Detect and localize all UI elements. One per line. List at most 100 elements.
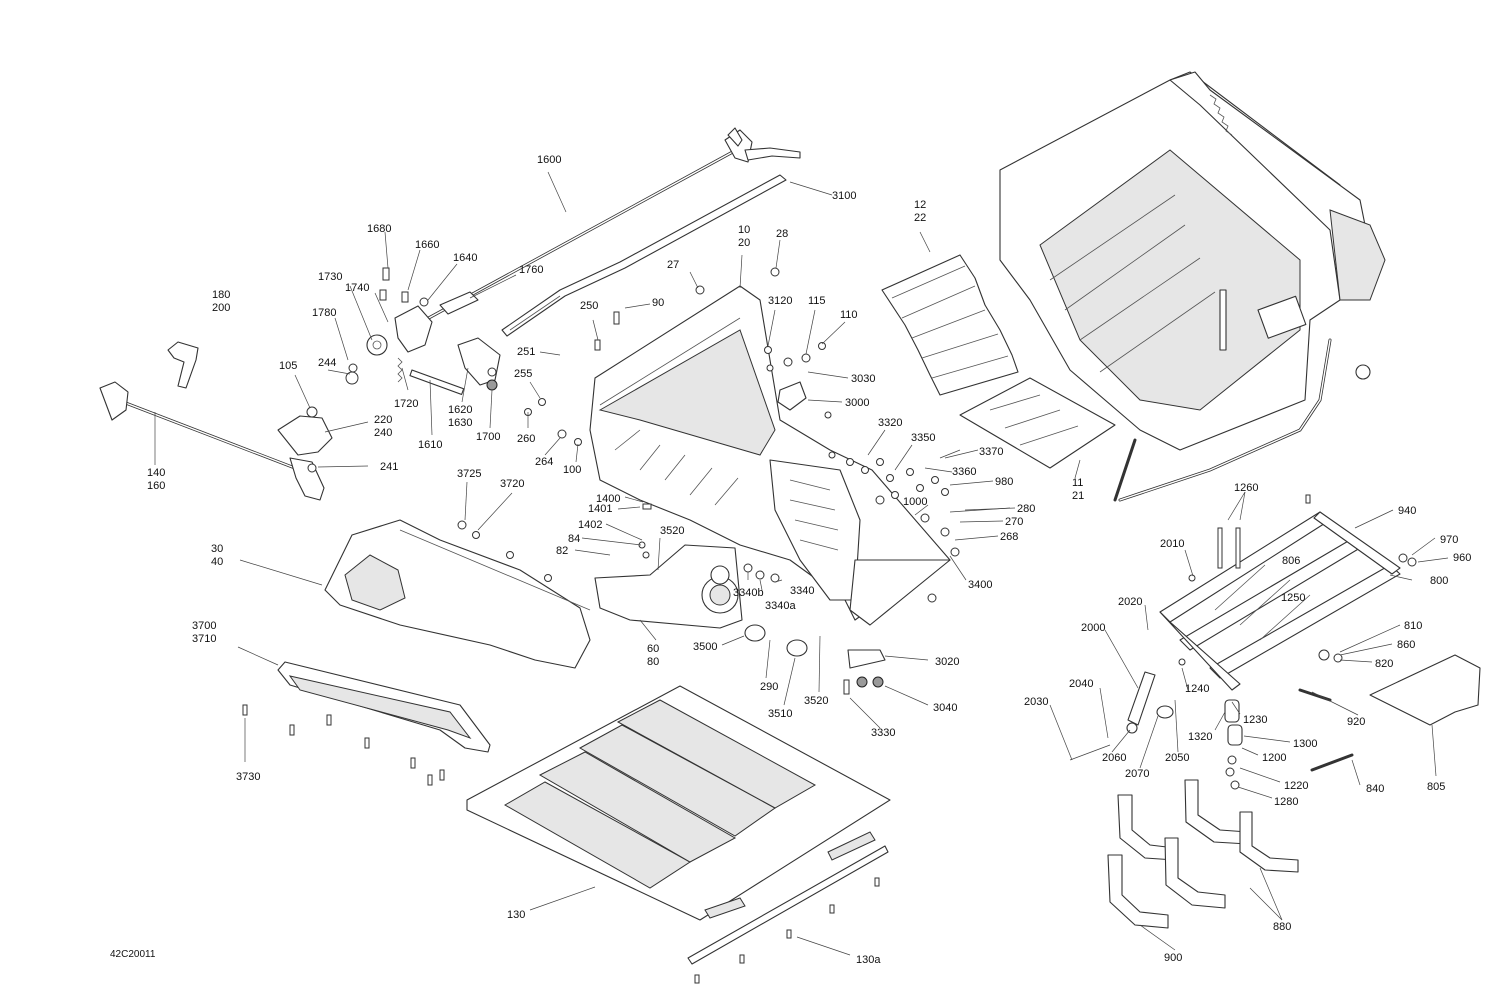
- callout-line: 27: [667, 259, 679, 271]
- callout-2060: 2060: [1102, 752, 1126, 764]
- bracket-3000: [777, 381, 807, 411]
- callout-line: 280: [1017, 503, 1035, 515]
- callout-line: 2020: [1118, 596, 1142, 608]
- callout-line: 3710: [192, 633, 216, 645]
- callout-820: 820: [1375, 658, 1393, 670]
- callout-82: 82: [556, 545, 568, 557]
- callout-line: 180: [212, 289, 230, 301]
- callout-line: 840: [1366, 783, 1384, 795]
- callout-1700: 1700: [476, 431, 500, 443]
- callout-105: 105: [279, 360, 297, 372]
- bar-3100: [501, 174, 787, 337]
- callout-line: 920: [1347, 716, 1365, 728]
- callout-line: 3350: [911, 432, 935, 444]
- callout-line: 805: [1427, 781, 1445, 793]
- callout-3360: 3360: [952, 466, 976, 478]
- fastener-105: [306, 406, 318, 418]
- callout-line: 2030: [1024, 696, 1048, 708]
- strut-2000: [1069, 574, 1196, 761]
- callout-3510: 3510: [768, 708, 792, 720]
- callout-line: 2010: [1160, 538, 1184, 550]
- callout-line: 1000: [903, 496, 927, 508]
- panel-11: [959, 377, 1116, 469]
- callout-line: 1720: [394, 398, 418, 410]
- callout-805: 805: [1427, 781, 1445, 793]
- callout-line: 82: [556, 545, 568, 557]
- callout-3520b: 3520: [804, 695, 828, 707]
- callout-line: 2040: [1069, 678, 1093, 690]
- callout-1230: 1230: [1243, 714, 1267, 726]
- callout-1402: 1402: [578, 519, 602, 531]
- callout-1720: 1720: [394, 398, 418, 410]
- callout-3720: 3720: [500, 478, 524, 490]
- callout-line: 264: [535, 456, 553, 468]
- callout-3350: 3350: [911, 432, 935, 444]
- callout-280: 280: [1017, 503, 1035, 515]
- callout-970: 970: [1440, 534, 1458, 546]
- callout-line: 1680: [367, 223, 391, 235]
- callout-line: 255: [514, 368, 532, 380]
- fastener-241: [307, 463, 317, 473]
- callout-line: 880: [1273, 921, 1291, 933]
- callout-1200: 1200: [1262, 752, 1286, 764]
- callout-line: 1600: [537, 154, 561, 166]
- bolt-3330: [843, 679, 850, 695]
- callout-255: 255: [514, 368, 532, 380]
- callout-1250: 1250: [1281, 592, 1305, 604]
- callout-line: 40: [211, 556, 223, 568]
- callout-900: 900: [1164, 952, 1182, 964]
- step-rail-3700: [242, 661, 491, 786]
- callout-line: 3000: [845, 397, 869, 409]
- callout-line: 11: [1072, 477, 1083, 489]
- callout-2070: 2070: [1125, 768, 1149, 780]
- callout-line: 1610: [418, 439, 442, 451]
- callout-line: 940: [1398, 505, 1416, 517]
- callout-810: 810: [1404, 620, 1422, 632]
- callout-line: 980: [995, 476, 1013, 488]
- callout-2020: 2020: [1118, 596, 1142, 608]
- callout-line: 1780: [312, 307, 336, 319]
- callout-line: 1200: [1262, 752, 1286, 764]
- callout-3400: 3400: [968, 579, 992, 591]
- callout-line: 28: [776, 228, 788, 240]
- callout-line: 1240: [1185, 683, 1209, 695]
- callout-2040: 2040: [1069, 678, 1093, 690]
- callout-90: 90: [652, 297, 664, 309]
- callout-3500: 3500: [693, 641, 717, 653]
- callout-line: 200: [212, 302, 230, 314]
- callout-1300: 1300: [1293, 738, 1317, 750]
- callout-130a: 130a: [856, 954, 881, 966]
- callout-line: 3500: [693, 641, 717, 653]
- callout-2050: 2050: [1165, 752, 1189, 764]
- drawing-code: 42C20011: [110, 949, 156, 960]
- callout-line: 2000: [1081, 622, 1105, 634]
- rod-140: [99, 381, 325, 501]
- part-drawings: [99, 71, 1481, 984]
- callout-line: 270: [1005, 516, 1023, 528]
- callout-3520a: 3520: [660, 525, 684, 537]
- callout-1660: 1660: [415, 239, 439, 251]
- callout-line: 84: [568, 533, 580, 545]
- callout-line: 1740: [345, 282, 369, 294]
- callout-806: 806: [1282, 555, 1300, 567]
- callout-line: 2070: [1125, 768, 1149, 780]
- callout-line: 244: [318, 357, 336, 369]
- callout-line: 90: [652, 297, 664, 309]
- callout-3000: 3000: [845, 397, 869, 409]
- callout-3330: 3330: [871, 727, 895, 739]
- callout-1260: 1260: [1234, 482, 1258, 494]
- callout-line: 115: [808, 295, 826, 307]
- callout-3340a: 3340a: [765, 600, 796, 612]
- panel-60: [594, 503, 808, 657]
- leader-lines: [154, 171, 1449, 956]
- callout-960: 960: [1453, 552, 1471, 564]
- callout-line: 3400: [968, 579, 992, 591]
